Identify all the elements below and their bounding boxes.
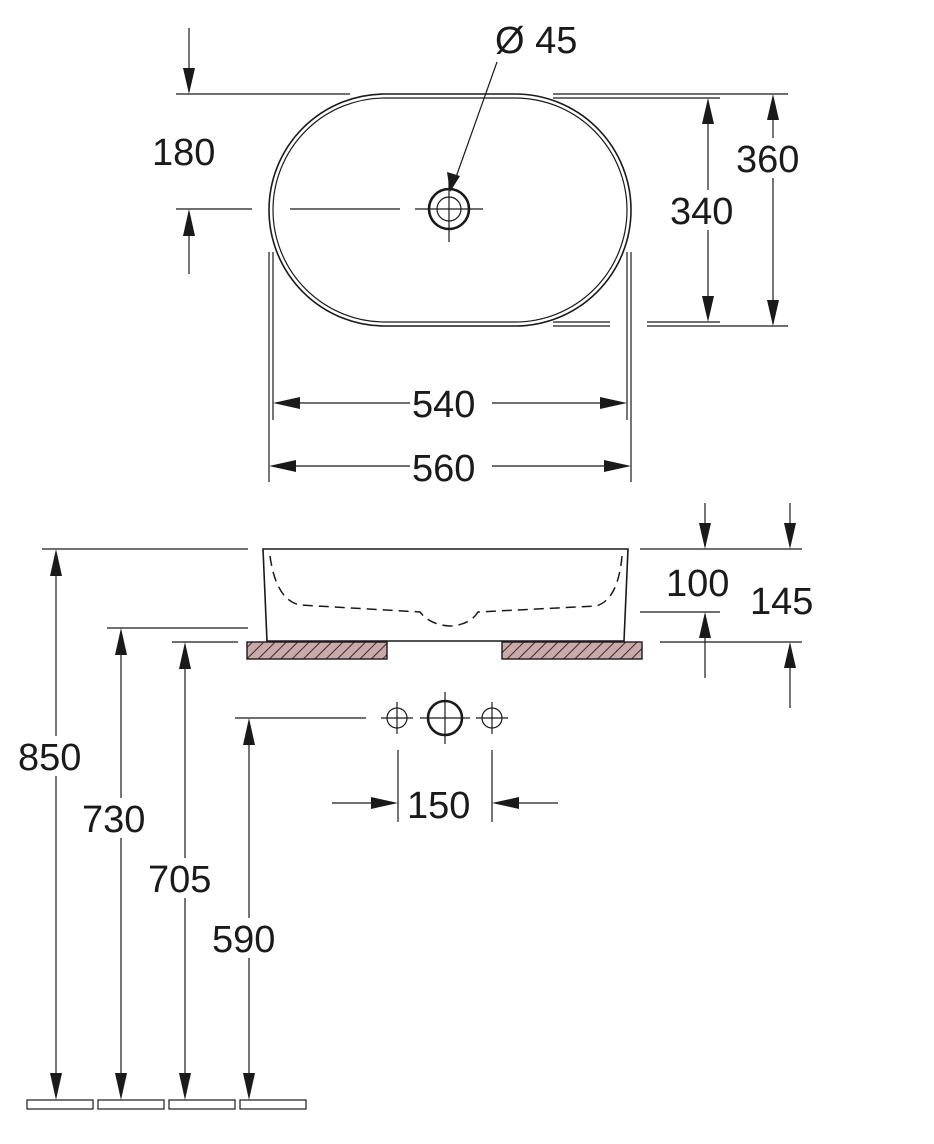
side-view: 100 145 150 [16, 503, 813, 1110]
basin-inner-hidden-line [269, 555, 623, 627]
dimension-180: 180 [152, 28, 350, 274]
dimension-340-label: 340 [670, 191, 733, 233]
dimension-540-label: 540 [412, 384, 475, 426]
basin-inner-outline [272, 97, 628, 323]
dimension-560-label: 560 [412, 448, 475, 490]
basin-outer-outline [268, 93, 632, 327]
dimension-180-label: 180 [152, 132, 215, 174]
dimension-590: 590 [210, 718, 290, 1100]
dimension-540-560: 540 560 [268, 252, 632, 490]
dimension-705-label: 705 [148, 859, 211, 901]
dimension-850-label: 850 [18, 737, 81, 779]
dimension-730: 730 [80, 628, 160, 1100]
dimension-145-label: 145 [750, 581, 813, 623]
dimension-730-label: 730 [82, 799, 145, 841]
dimension-360-label: 360 [736, 139, 799, 181]
dimension-850: 850 [16, 549, 96, 1100]
dimension-590-label: 590 [212, 919, 275, 961]
dimension-340-360: 340 360 [553, 93, 816, 327]
dimension-150: 150 [332, 750, 558, 827]
top-view: Ø 45 180 340 [152, 20, 816, 490]
countertop-left [246, 641, 388, 660]
drain-leader-line [454, 61, 498, 181]
dimension-705: 705 [146, 642, 226, 1100]
basin-side-profile [262, 548, 629, 642]
dimension-100-label: 100 [666, 563, 729, 605]
floor-base [26, 1099, 307, 1110]
tap-holes [381, 692, 508, 744]
dimension-100-145: 100 145 [640, 503, 813, 708]
countertop-right [501, 641, 643, 660]
dimension-150-label: 150 [407, 785, 470, 827]
drain-diameter-label: Ø 45 [495, 20, 577, 62]
drain-symbol [415, 178, 483, 242]
drain-leader-arrow [447, 172, 460, 192]
